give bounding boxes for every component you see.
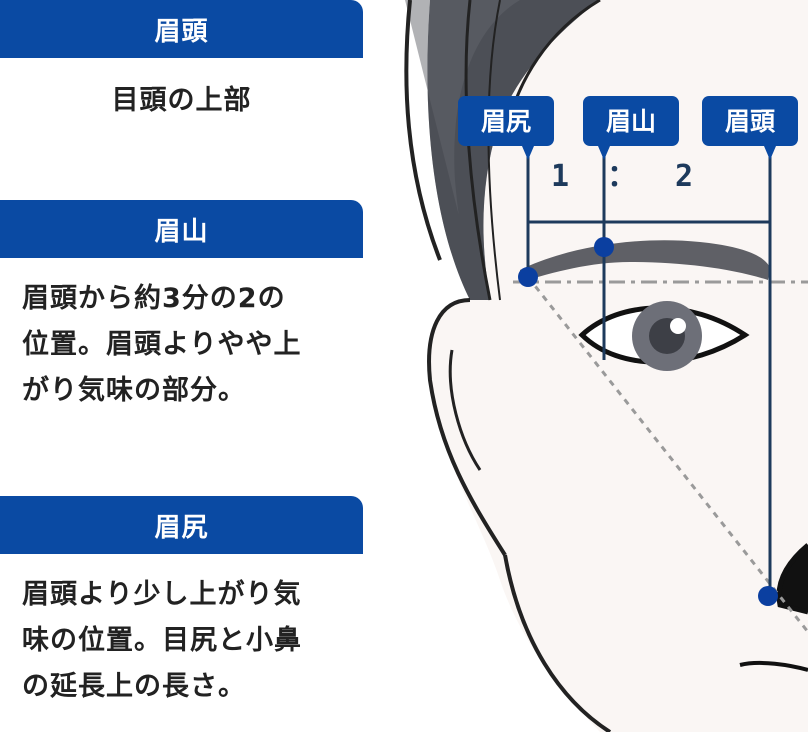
- face-illustration: 眉尻 眉山 眉頭 1 ： 2: [404, 0, 808, 732]
- panel-brow-head: 眉頭 目頭の上部: [0, 0, 363, 124]
- head-point: [758, 586, 778, 606]
- tag-brow-tail: 眉尻: [458, 96, 554, 160]
- nose: [776, 543, 808, 615]
- panel-title: 眉尻: [0, 496, 363, 554]
- panel-description: 目頭の上部: [111, 85, 252, 116]
- face-outline: [404, 0, 442, 261]
- tail-point: [518, 267, 538, 287]
- panel-description: 眉頭より少し上がり気 味の位置。目尻と小鼻 の延長上の長さ。: [22, 579, 302, 702]
- peak-point: [594, 237, 614, 257]
- mouth: [739, 660, 808, 672]
- ratio-left: 1: [551, 159, 569, 194]
- ratio-right: 2: [675, 159, 693, 194]
- panel-brow-tail: 眉尻 眉頭より少し上がり気 味の位置。目尻と小鼻 の延長上の長さ。: [0, 496, 363, 710]
- panel-brow-peak: 眉山 眉頭から約3分の2の 位置。眉頭よりやや上 がり気味の部分。: [0, 200, 363, 414]
- ear: [427, 298, 507, 557]
- svg-text:眉山: 眉山: [606, 107, 656, 136]
- panel-title: 眉山: [0, 200, 363, 258]
- svg-text:眉頭: 眉頭: [725, 107, 776, 136]
- ratio-separator: ：: [607, 159, 637, 194]
- svg-text:眉尻: 眉尻: [481, 107, 531, 136]
- panel-description: 眉頭から約3分の2の 位置。眉頭よりやや上 がり気味の部分。: [22, 283, 302, 406]
- nose-eye-extension-guide: [526, 276, 808, 633]
- tag-brow-head: 眉頭: [702, 96, 798, 160]
- tag-brow-peak: 眉山: [583, 96, 679, 160]
- panel-title: 眉頭: [0, 0, 363, 58]
- skin: [427, 0, 808, 732]
- hair: [427, 0, 600, 300]
- jaw-line: [503, 554, 612, 732]
- eyebrow: [520, 240, 770, 282]
